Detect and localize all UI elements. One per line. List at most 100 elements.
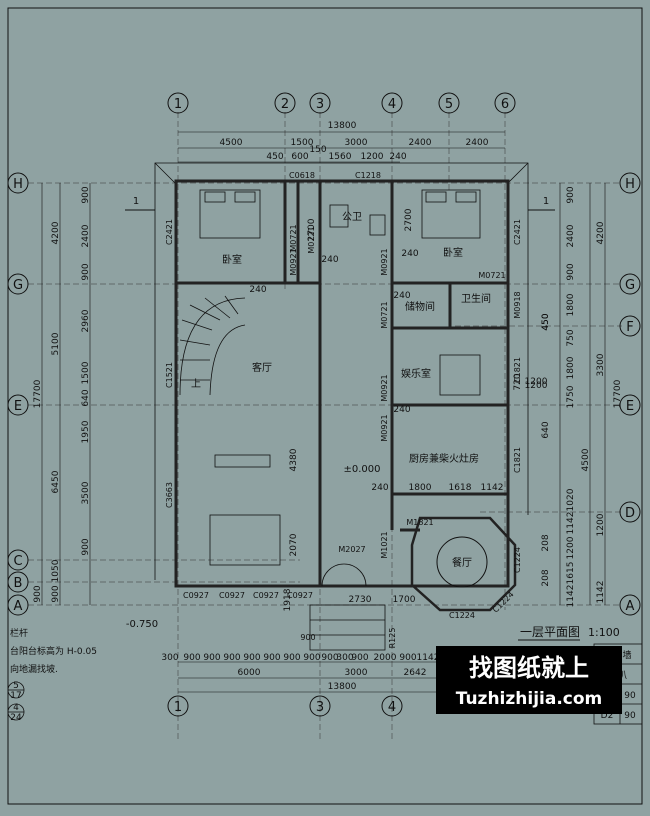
axis-left-g: G: [13, 278, 23, 293]
dim-left-inner: 900: [81, 263, 91, 280]
dim-bottom: 900: [183, 653, 200, 663]
code-label: M0921: [289, 248, 298, 275]
dim-misc: 1800: [409, 483, 432, 493]
dim-left-outer: 1050: [51, 559, 61, 582]
dining-table: [436, 536, 488, 588]
dim-bottom: 900: [263, 653, 280, 663]
dim-right-inner: 1800: [566, 293, 576, 316]
code-label: C2421: [513, 219, 522, 245]
dim-misc: 1918: [283, 588, 293, 611]
code-label: M0918: [513, 291, 522, 318]
code-label: M0721: [380, 301, 389, 328]
dim-bottom-mid: 2642: [404, 668, 427, 678]
code-label: M0721: [289, 224, 298, 251]
dim-left-inner: 2960: [81, 309, 91, 332]
note-railing: 栏杆: [10, 627, 28, 639]
axis-top-3: 3: [316, 97, 324, 112]
note-balcony: 台阳台标高为 H-0.05: [10, 645, 97, 657]
dim-misc: 1700: [393, 595, 416, 605]
detail-marker-bottom: 4: [13, 703, 19, 713]
dim-bottom: 300: [336, 653, 353, 663]
staircase: [179, 295, 246, 396]
dim-left-outer: 4200: [51, 221, 61, 244]
dim-misc: 240: [321, 255, 338, 265]
code-label: M0921: [380, 414, 389, 441]
elevation-outside-label: -0.750: [126, 619, 158, 630]
dim-right-inner: 640: [541, 421, 551, 438]
dim-right-inner: 750: [566, 329, 576, 346]
dim-bottom: 900: [303, 653, 320, 663]
dim-left-outer: 5100: [51, 332, 61, 355]
room-storage: 储物间: [405, 300, 435, 313]
dim-misc: 1200: [525, 381, 548, 391]
dim-top-sub: 1200: [361, 152, 384, 162]
axis-top-4: 4: [388, 97, 396, 112]
code-label: M0921: [380, 248, 389, 275]
detail-marker-bottom-sheet: 24: [10, 713, 22, 723]
dim-misc: 2700: [404, 208, 414, 231]
dim-misc: 4380: [289, 448, 299, 471]
section-mark-right: 1: [543, 196, 549, 207]
code-label: C1218: [355, 171, 381, 180]
furniture: [199, 189, 481, 566]
dim-right-inner: 1800: [566, 356, 576, 379]
code-label: M0721: [478, 271, 505, 280]
dim-left-inner: 900: [81, 186, 91, 203]
dim-left-total: 17700: [33, 379, 43, 408]
dim-misc: 240: [393, 405, 410, 415]
table-cell: 90: [624, 711, 636, 721]
code-label: C2421: [165, 219, 174, 245]
detail-markers: [7, 681, 25, 721]
room-bathroom: 卫生间: [461, 292, 491, 305]
note-drain: 向地漏找坡.: [10, 663, 58, 675]
dim-right-inner: 1020: [566, 488, 576, 511]
room-bedroom-right: 卧室: [443, 246, 463, 259]
dim-misc: 240: [371, 483, 388, 493]
axis-bottom-1: 1: [174, 700, 182, 715]
walls: [174, 179, 510, 588]
code-label: C1821: [513, 357, 522, 383]
axis-left-e: E: [14, 399, 22, 414]
dim-bottom: 900: [243, 653, 260, 663]
drawing-title: 一层平面图: [520, 625, 580, 639]
dim-misc: 2730: [349, 595, 372, 605]
axis-lines: [28, 112, 622, 740]
dim-left-inner: 640: [81, 389, 91, 406]
axis-right-g: G: [625, 278, 635, 293]
code-label: C1224: [449, 611, 475, 620]
dim-left-outer: 6450: [51, 470, 61, 493]
dim-top-seg: 3000: [345, 138, 368, 148]
dim-bottom: 2000: [374, 653, 397, 663]
axis-top-5: 5: [445, 97, 453, 112]
dim-right-outer: 3300: [596, 353, 606, 376]
dim-top-sub: 240: [389, 152, 406, 162]
dim-top-seg: 2400: [409, 138, 432, 148]
room-entertainment: 娱乐室: [401, 367, 431, 380]
dim-top-sub: 150: [309, 145, 326, 155]
dim-bottom: 900: [283, 653, 300, 663]
axis-top-1: 1: [174, 97, 182, 112]
axis-top-2: 2: [281, 97, 289, 112]
axis-left-h: H: [13, 177, 23, 192]
dim-bottom: 900: [351, 653, 368, 663]
code-label: C0927: [183, 591, 209, 600]
dim-left-inner: 900: [33, 585, 43, 602]
dim-bottom: 900: [399, 653, 416, 663]
dim-top-seg: 2400: [466, 138, 489, 148]
code-label: C0927: [253, 591, 279, 600]
table-cell: 90: [624, 691, 636, 701]
dim-top-sub: 1560: [329, 152, 352, 162]
section-mark-left: 1: [133, 196, 139, 207]
dim-right-outer: 1200: [596, 513, 606, 536]
dim-left-inner: 3500: [81, 481, 91, 504]
code-label: M2027: [338, 545, 365, 554]
dim-misc: 240: [393, 291, 410, 301]
dim-bottom-total: 13800: [328, 682, 357, 692]
dim-top-sub: 600: [291, 152, 308, 162]
dim-misc: 450: [541, 313, 551, 330]
axis-right-h: H: [625, 177, 635, 192]
dim-right-inner: 1750: [566, 385, 576, 408]
dim-left-inner: 1950: [81, 420, 91, 443]
